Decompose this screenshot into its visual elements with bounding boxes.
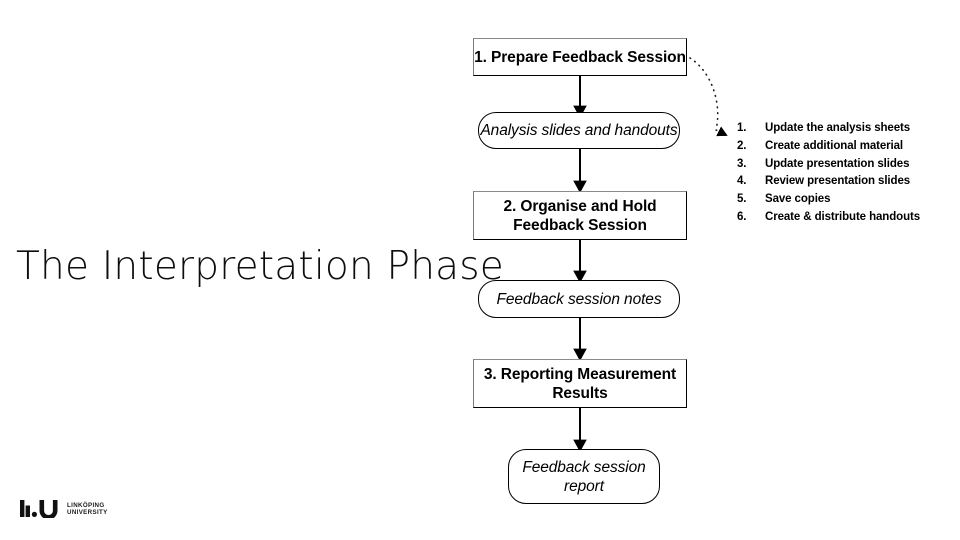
list-item-label: Update presentation slides: [765, 157, 910, 170]
list-item: 6. Create & distribute handouts: [737, 209, 957, 227]
logo-wordmark-line1: Linköping: [67, 501, 105, 509]
list-item: 2. Create additional material: [737, 138, 957, 156]
list-item-number: 4.: [737, 175, 747, 188]
list-item-label: Review presentation slides: [765, 175, 911, 188]
list-item-number: 6.: [737, 210, 747, 223]
list-item: 5. Save copies: [737, 191, 957, 209]
task-list: 1. Update the analysis sheets 2. Create …: [737, 120, 957, 227]
list-item-label: Save copies: [765, 193, 831, 206]
logo-wordmark-line2: University: [67, 509, 108, 516]
list-item: 4. Review presentation slides: [737, 173, 957, 191]
connector-step1-tasklist: [689, 57, 728, 137]
flow-node-label: Analysis slides and handouts: [480, 122, 678, 139]
flow-node-label: 1. Prepare Feedback Session: [474, 48, 686, 66]
list-item-label: Create additional material: [765, 139, 904, 152]
list-item-number: 2.: [737, 139, 747, 152]
list-item: 3. Update presentation slides: [737, 156, 957, 174]
list-item-label: Update the analysis sheets: [765, 122, 911, 134]
flow-node-feedback-session-report[interactable]: Feedback session report: [508, 449, 660, 504]
liu-logo-mark-icon: [20, 500, 58, 518]
flow-node-label: Feedback session notes: [496, 290, 662, 308]
list-item-number: 1.: [737, 122, 747, 134]
flow-node-label: Feedback session report: [522, 458, 646, 495]
logo-wordmark: Linköping University: [67, 502, 108, 517]
flow-node-prepare-feedback-session[interactable]: 1. Prepare Feedback Session: [473, 38, 687, 76]
university-logo: Linköping University: [20, 500, 108, 518]
flow-node-reporting-measurement-results[interactable]: 3. Reporting Measurement Results: [473, 359, 687, 408]
flow-node-organise-and-hold-feedback-session[interactable]: 2. Organise and Hold Feedback Session: [473, 191, 687, 240]
list-item-number: 3.: [737, 157, 747, 170]
list-item-label: Create & distribute handouts: [765, 210, 921, 223]
list-item-number: 5.: [737, 193, 747, 206]
flow-node-analysis-slides-and-handouts[interactable]: Analysis slides and handouts: [478, 112, 680, 149]
list-item: 1. Update the analysis sheets: [737, 120, 957, 138]
flow-node-label: 2. Organise and Hold Feedback Session: [503, 197, 657, 234]
flow-node-label: 3. Reporting Measurement Results: [483, 365, 677, 402]
flow-node-feedback-session-notes[interactable]: Feedback session notes: [478, 280, 680, 318]
page-title: The Interpretation Phase: [16, 244, 504, 289]
